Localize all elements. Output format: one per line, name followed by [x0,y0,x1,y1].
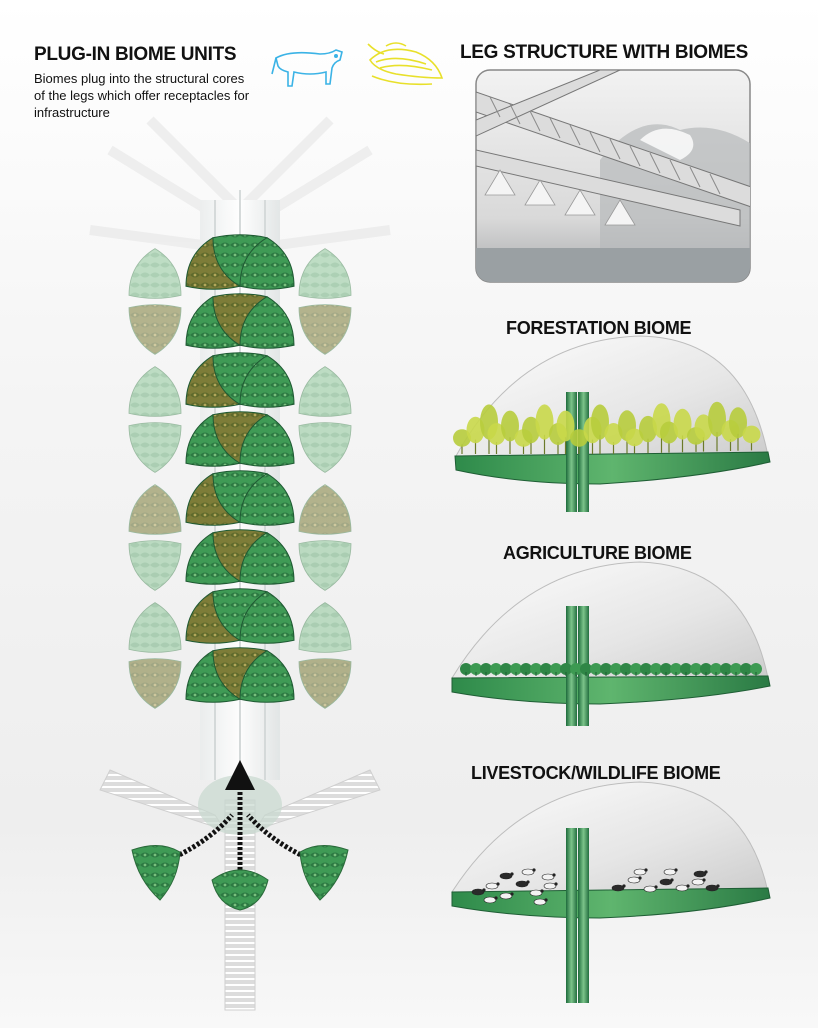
up-arrow-icon [225,760,255,790]
biome-pod-faded [298,304,352,355]
forest-trees [453,401,761,454]
plug-in-title: PLUG-IN BIOME UNITS [34,44,237,65]
biome-pod [239,237,295,290]
biome-pod [239,591,295,644]
biome-pod [239,532,295,585]
grazing-animals [471,868,720,906]
leg-structure-title: LEG STRUCTURE WITH BIOMES [460,42,749,63]
livestock-dome [451,781,771,1003]
forestation-dome [453,335,771,512]
biome-pod-faded [128,658,182,709]
biome-pod-faded [128,304,182,355]
biome-pod-faded [128,422,182,473]
biome-pod [239,473,295,526]
biome-pod-faded [128,366,182,417]
biome-pod-faded [128,484,182,535]
biome-pod-faded [298,602,352,653]
biome-pods [128,234,352,709]
biome-pod-faded [298,658,352,709]
biome-pod-faded [298,540,352,591]
biome-pod-faded [298,484,352,535]
biome-pod [239,355,295,408]
biome-pod [239,296,295,349]
insertion-arrows [173,760,307,880]
leg-structure-render [475,69,751,283]
biome-pod-faded [298,366,352,417]
crop-plants [460,663,762,676]
biome-pod-faded [128,602,182,653]
agriculture-title: AGRICULTURE BIOME [503,543,692,563]
biome-pod [239,650,295,703]
loose-pods [131,845,349,911]
biome-pod-faded [298,422,352,473]
biome-pod [239,414,295,467]
biome-pod-faded [298,248,352,299]
forestation-title: FORESTATION BIOME [506,318,692,338]
biome-pod-faded [128,540,182,591]
biome-pod-faded [128,248,182,299]
agriculture-dome [451,561,771,726]
cow-icon [271,49,343,87]
corn-icon [367,42,444,86]
plug-in-description: Biomes plug into the structural cores of… [34,71,250,120]
livestock-title: LIVESTOCK/WILDLIFE BIOME [471,763,721,783]
